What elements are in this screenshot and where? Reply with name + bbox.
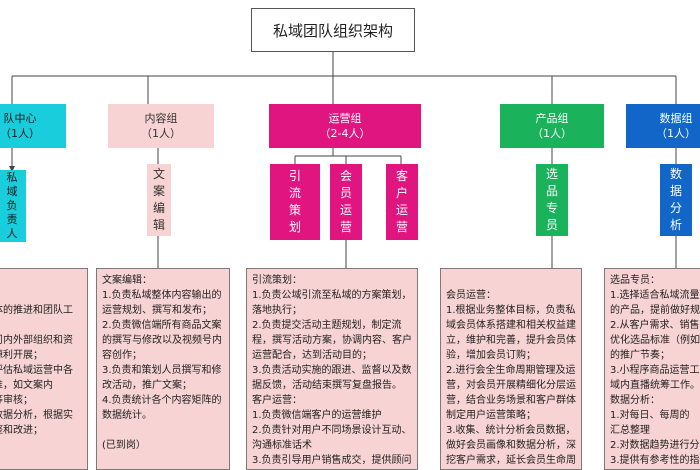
- desc-data: 选品专员： 1.选择适合私域流量 的产品，提前做好规 2.从客户需求、销售 优化…: [604, 268, 700, 470]
- role-data-analysis: 数 据 分 析: [660, 164, 692, 236]
- dept-name: 数据组: [659, 112, 693, 125]
- chart-title: 私域团队组织架构: [251, 8, 415, 52]
- role-char: 域: [6, 185, 18, 198]
- role-char: 策: [288, 203, 301, 217]
- role-char: 析: [669, 218, 682, 232]
- dept-count: （1人）: [0, 127, 40, 140]
- role-char: 营: [395, 220, 408, 234]
- dept-name: 队中心: [3, 112, 37, 125]
- desc-operations: 引流策划： 1.负责公域引流至私域的方案策划， 落地执行； 2.负责提交活动主题…: [246, 268, 418, 470]
- role-member-operations: 会 员 运 营: [330, 164, 362, 240]
- role-char: 私: [6, 171, 18, 184]
- desc-product-member: 会员运营： 1.根据业务整体目标，负责私 域会员体系搭建和相关权益建 立，维护和…: [440, 268, 582, 470]
- dept-content: 内容组 （1人）: [108, 104, 214, 148]
- dept-name: 内容组: [144, 112, 178, 125]
- role-char: 编: [152, 201, 165, 215]
- role-char: 品: [545, 184, 558, 198]
- role-copy-editor: 文 案 编 辑: [147, 164, 171, 236]
- role-char: 案: [152, 184, 165, 198]
- dept-product: 产品组 （1人）: [500, 104, 604, 148]
- role-char: 流: [288, 186, 301, 200]
- role-char: 会: [339, 169, 352, 183]
- desc-content: 文案编辑： 1.负责私域整体内容输出的 运营规划、撰写和发布； 2.负责微信端所…: [96, 268, 230, 470]
- dept-operations: 运营组 （2-4人）: [269, 104, 421, 148]
- role-char: 选: [545, 167, 558, 181]
- dept-count: （1人）: [656, 127, 696, 140]
- role-char: 专: [545, 201, 558, 215]
- role-char: 划: [288, 220, 301, 234]
- role-char: 负: [6, 199, 18, 212]
- role-char: 辑: [152, 218, 165, 232]
- role-char: 据: [669, 184, 682, 198]
- role-char: 运: [339, 203, 352, 217]
- role-char: 引: [288, 169, 301, 183]
- role-char: 责: [6, 213, 18, 226]
- dept-count: （1人）: [141, 127, 181, 140]
- role-char: 客: [395, 169, 408, 183]
- dept-name: 产品组: [535, 112, 569, 125]
- role-private-domain-lead: 私 域 负 责 人: [0, 170, 26, 242]
- role-char: 分: [669, 201, 682, 215]
- role-product-selection: 选 品 专 员: [536, 164, 568, 236]
- role-char: 员: [545, 218, 558, 232]
- role-char: 文: [152, 167, 165, 181]
- dept-count: （1人）: [532, 127, 572, 140]
- role-traffic-planning: 引 流 策 划: [270, 164, 320, 240]
- dept-captain-center: 队中心 （1人）: [0, 104, 66, 148]
- dept-name: 运营组: [328, 112, 362, 125]
- role-char: 人: [6, 227, 18, 240]
- role-char: 运: [395, 203, 408, 217]
- role-char: 户: [395, 186, 408, 200]
- desc-captain-center: 体的推进和团队工 ； 司内外部组织和资 源利开展； 评估私域运营中各 准，如文案…: [0, 268, 88, 470]
- role-char: 员: [339, 186, 352, 200]
- role-char: 营: [339, 220, 352, 234]
- dept-data: 数据组 （1人）: [626, 104, 700, 148]
- dept-count: （2-4人）: [319, 127, 371, 140]
- role-char: 数: [669, 167, 682, 181]
- role-customer-operations: 客 户 运 营: [386, 164, 418, 240]
